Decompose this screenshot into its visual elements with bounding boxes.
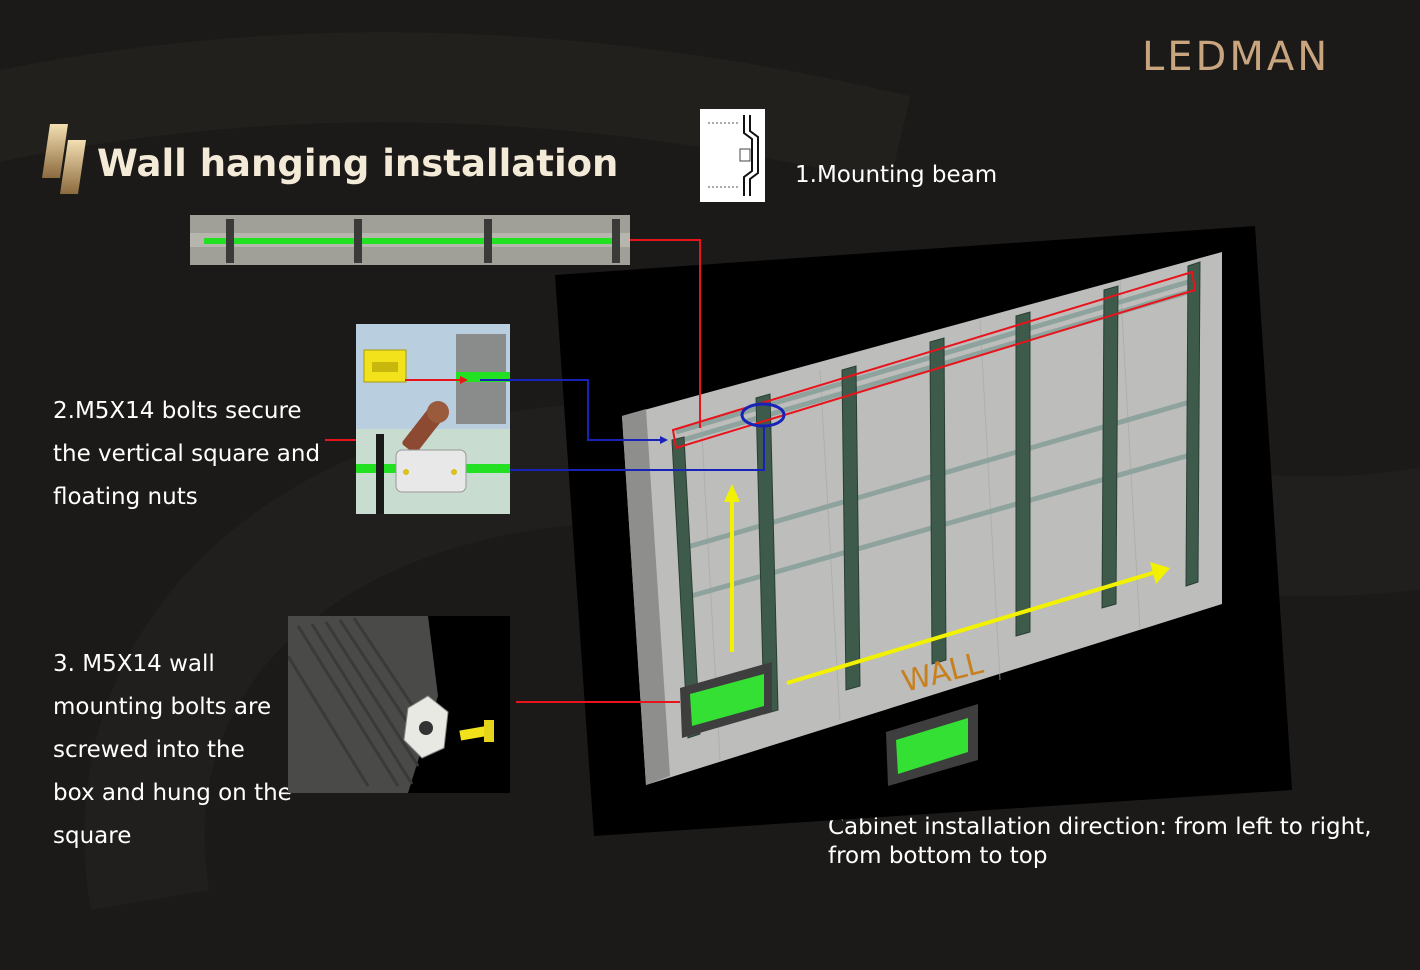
floating-nut-icon xyxy=(363,349,407,383)
title-accent-icon xyxy=(42,124,86,194)
bolt-icon xyxy=(402,401,449,454)
beam-strip-photo xyxy=(190,215,630,265)
ledman-logo: LEDMAN xyxy=(1142,34,1331,80)
step-mounting-beam-label: 1.Mounting beam xyxy=(795,162,998,188)
bolts-detail-photo xyxy=(356,324,510,514)
beam-profile-icon xyxy=(708,115,759,196)
step-bolts-square-label: 2.M5X14 bolts secure the vertical square… xyxy=(53,398,321,510)
page-title: Wall hanging installation xyxy=(97,142,619,185)
wall-bolt-icon xyxy=(459,720,494,742)
wall-bolt-detail-photo xyxy=(288,616,510,793)
step-wall-bolts-label: 3. M5X14 wall mounting bolts are screwed… xyxy=(53,651,292,849)
beam-profile-thumbnail xyxy=(700,109,765,202)
mounting-plate-icon xyxy=(403,695,449,759)
installation-direction-note: Cabinet installation direction: from lef… xyxy=(828,814,1372,869)
